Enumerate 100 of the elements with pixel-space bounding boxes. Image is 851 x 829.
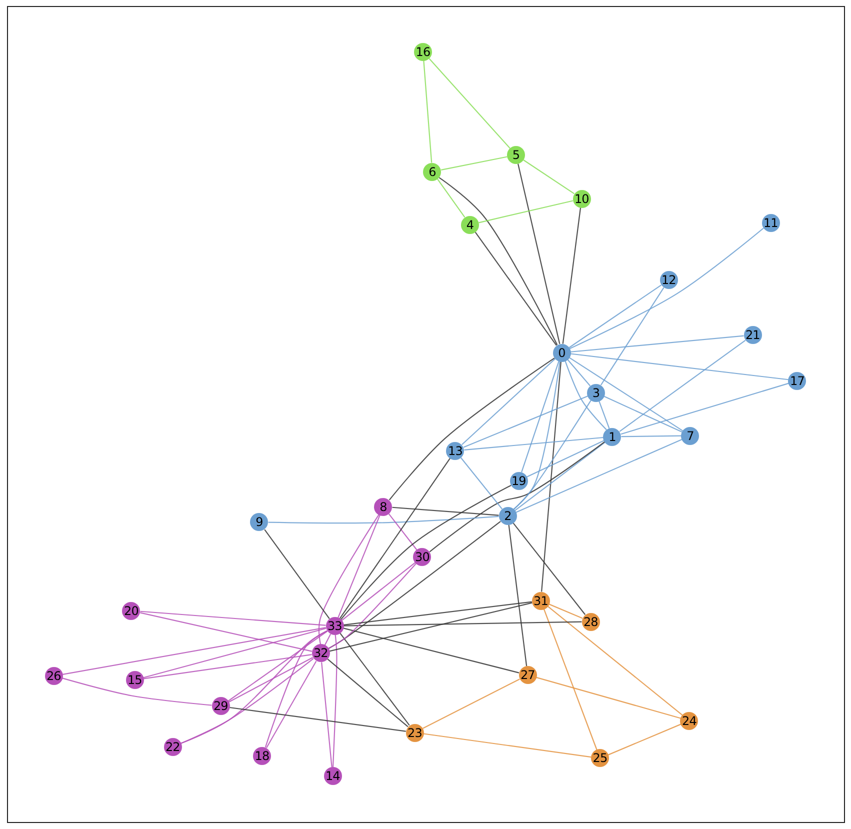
edge-line [462,358,556,445]
edge-line [512,522,586,615]
edge-line [541,362,562,592]
edge-line [547,606,683,716]
graph-node: 0 [552,344,571,362]
edge-line [428,58,510,149]
graph-node: 19 [510,472,528,490]
graph-node: 30 [413,548,432,566]
edge-line [521,361,560,472]
graph-node: 32 [312,644,330,662]
edge-line [517,164,560,344]
edge-line [526,440,604,478]
edge-line [543,608,598,750]
edge-line [340,632,410,726]
graph-node: 3 [587,384,605,402]
edge-line [620,382,789,435]
graph-node: 23 [406,724,424,742]
edge-line [514,442,606,511]
edge-line [513,400,592,510]
graph-node: 21 [744,326,762,344]
graph-node: 27 [518,666,537,684]
edge-line [422,678,520,729]
edge-line [344,621,582,626]
graph-node: 28 [582,612,600,631]
edge-line [344,601,532,626]
edge-line [328,563,417,649]
edge-line [264,529,330,620]
edge-line [338,514,380,618]
graph-node: 11 [762,214,780,232]
edge-line [62,678,212,706]
edge-line [621,435,682,438]
edge-line [441,156,508,170]
graph-node: 2 [498,507,517,525]
graph-node: 4 [461,216,479,234]
graph-node: 9 [250,513,268,532]
edge-line [570,335,744,352]
edge-line [140,610,326,626]
edge-line [598,400,610,428]
edge-line [228,630,328,702]
graph-node: 16 [414,42,432,61]
edge-line [429,441,606,552]
graph-node: 15 [126,671,144,689]
edge-line [567,359,591,386]
edge-line [423,60,432,163]
edge-line [339,458,451,619]
edge-line [569,228,764,350]
edge-line [474,232,557,346]
edge-line [140,612,312,652]
graph-node: 14 [324,767,342,785]
graph-node: 20 [122,602,140,620]
edge-line [180,658,314,744]
graph-node: 25 [591,749,609,768]
edge-line [570,353,788,380]
edge-line [340,484,512,620]
edge-line [324,634,332,646]
graph-node: 24 [680,712,698,730]
edge-line [604,396,682,432]
graph-node: 5 [507,146,525,164]
edge-line [327,658,408,728]
edge-line [460,457,502,510]
edge-line [321,662,332,768]
edge-line [600,287,664,386]
edge-line [228,657,313,703]
edge-line [516,438,682,513]
edge-line [508,524,528,666]
edge-line [548,604,583,619]
edge-line [464,436,604,450]
graph-node: 29 [212,697,230,716]
edge-line [392,506,499,516]
graph-node: 22 [164,738,182,756]
edge-line [341,562,416,621]
graph-node: 8 [374,498,392,516]
edge-line [268,516,499,524]
edge-line [144,654,312,680]
edge-line [568,284,662,348]
edge-line [536,676,681,719]
edge-line [388,513,418,550]
edge-line [564,360,607,430]
edge-line [463,396,588,448]
edge-line [332,634,338,768]
edge-line [343,628,520,674]
edge-line [478,200,574,224]
edge-line [180,630,328,744]
edge-line [318,514,380,644]
edge-line [329,602,532,652]
graph-node: 17 [788,372,806,390]
edge-line [62,627,326,675]
graph-node: 10 [572,190,591,208]
edge-line [266,660,317,748]
edge-line [388,358,555,500]
edge-line [143,628,326,678]
edge-line [230,706,406,732]
edge-line [619,340,746,432]
edge-line [523,160,574,194]
edge-line [568,357,684,432]
graph-node: 1 [603,428,622,446]
graph-node: 12 [660,271,678,289]
edge-line [424,733,592,758]
graph-node: 6 [423,162,442,181]
graph-node: 31 [532,592,550,610]
